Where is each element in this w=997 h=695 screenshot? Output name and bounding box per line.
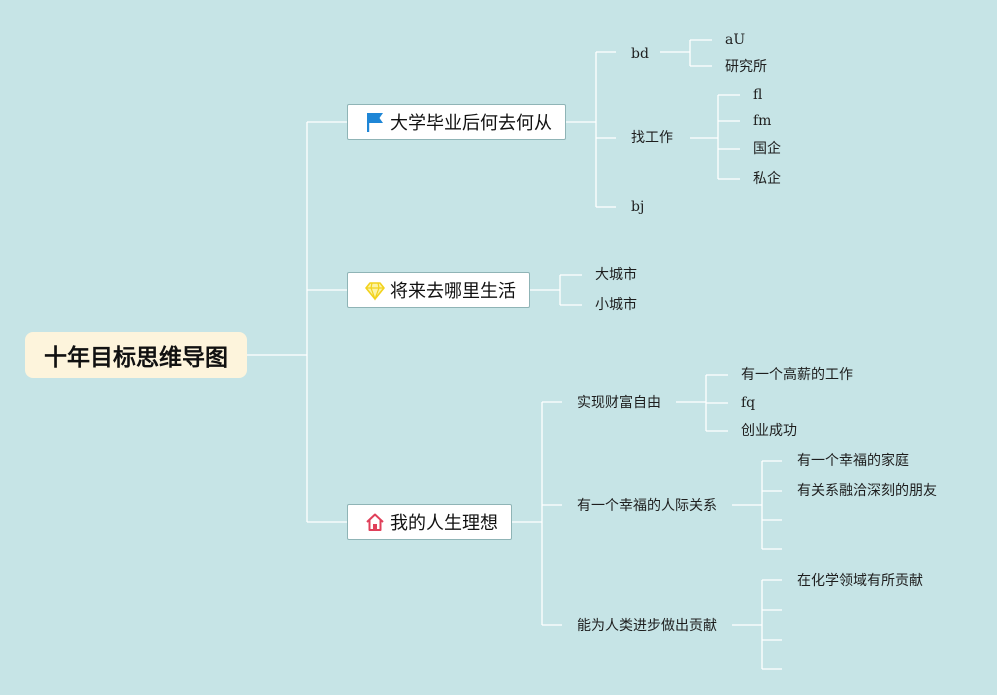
leaf-node[interactable]: fl: [753, 87, 763, 103]
branch-topic-label: 将来去哪里生活: [390, 281, 516, 302]
root-topic-label: 十年目标思维导图: [44, 345, 228, 371]
leaf-node[interactable]: fm: [753, 113, 772, 129]
leaf-node[interactable]: 国企: [753, 141, 781, 157]
root-topic[interactable]: 十年目标思维导图: [25, 332, 247, 378]
leaf-node[interactable]: fq: [741, 395, 756, 411]
subtopic-node[interactable]: bj: [631, 199, 645, 215]
branch-topic-label: 我的人生理想: [390, 513, 498, 534]
subtopic-node[interactable]: 实现财富自由: [577, 395, 661, 411]
leaf-node[interactable]: 在化学领域有所贡献: [797, 573, 923, 589]
leaf-node[interactable]: 大城市: [595, 267, 637, 283]
branch-topic-residence[interactable]: 将来去哪里生活: [347, 272, 530, 308]
leaf-node[interactable]: 私企: [753, 171, 781, 187]
subtopic-node[interactable]: bd: [631, 46, 649, 62]
red-house-icon: [364, 511, 386, 533]
leaf-node[interactable]: 创业成功: [741, 423, 797, 439]
leaf-node[interactable]: 有一个高薪的工作: [741, 367, 853, 383]
subtopic-node[interactable]: 能为人类进步做出贡献: [577, 618, 717, 634]
branch-topic-life-ideal[interactable]: 我的人生理想: [347, 504, 512, 540]
subtopic-node[interactable]: 找工作: [631, 130, 673, 146]
leaf-node[interactable]: 有关系融洽深刻的朋友: [797, 483, 937, 499]
leaf-node[interactable]: 有一个幸福的家庭: [797, 453, 909, 469]
leaf-node[interactable]: aU: [725, 32, 746, 48]
yellow-diamond-icon: [364, 279, 386, 301]
subtopic-node[interactable]: 有一个幸福的人际关系: [577, 498, 717, 514]
branch-topic-label: 大学毕业后何去何从: [390, 113, 552, 134]
leaf-node[interactable]: 小城市: [595, 297, 637, 313]
blue-flag-icon: [364, 111, 386, 133]
branch-topic-graduation[interactable]: 大学毕业后何去何从: [347, 104, 566, 140]
leaf-node[interactable]: 研究所: [725, 59, 767, 75]
